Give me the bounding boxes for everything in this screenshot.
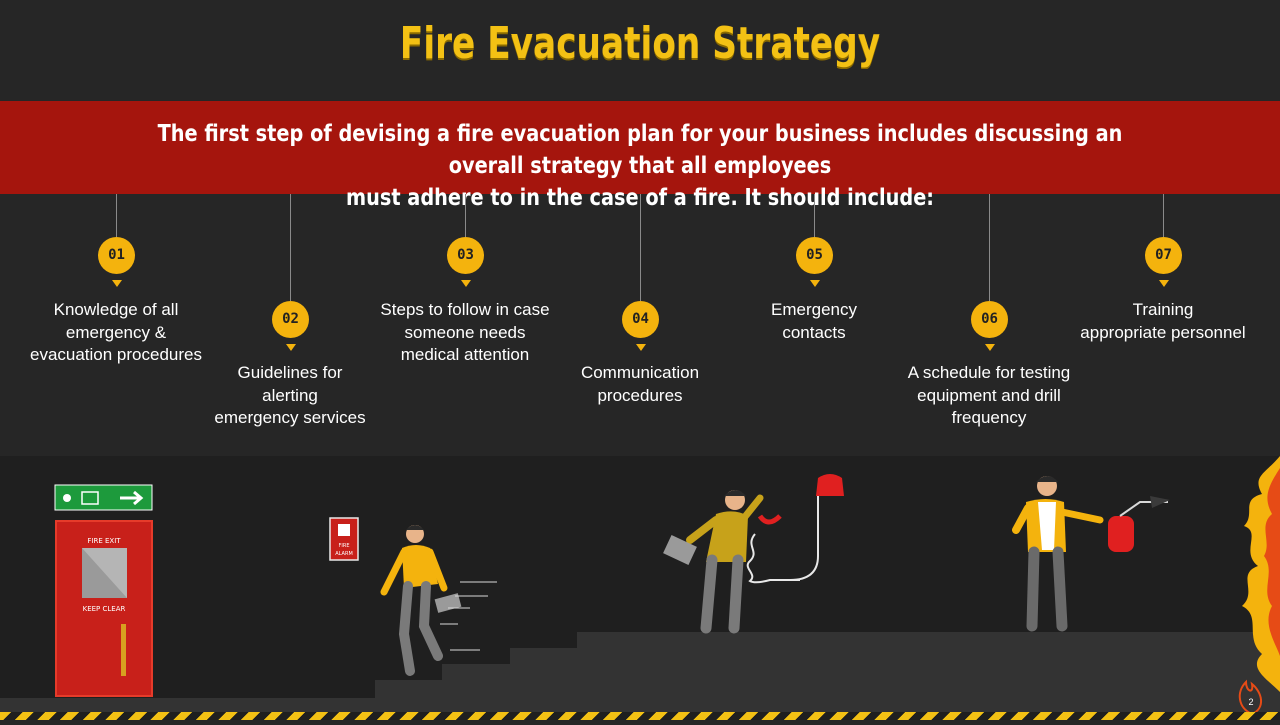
step-pointer-icon	[1159, 280, 1169, 287]
hazard-stripe	[0, 712, 1280, 720]
step-text: Communication procedures	[540, 362, 740, 407]
flame-logo-icon	[1238, 679, 1262, 716]
step-text-line: A schedule for testing	[907, 363, 1071, 382]
step-text: Guidelines for alerting emergency servic…	[190, 362, 390, 430]
fire-extinguisher-person-icon	[1012, 476, 1170, 632]
running-person-icon	[380, 525, 497, 676]
illustration-scene: FIRE EXIT KEEP CLEAR FIRE ALARM	[0, 456, 1280, 720]
door-bottom-label: KEEP CLEAR	[83, 605, 126, 613]
step-connector	[465, 194, 466, 237]
exit-sign-icon	[54, 484, 153, 511]
step-number-badge: 02	[272, 301, 309, 338]
step-text-line: Emergency	[771, 300, 857, 319]
step-text-line: Knowledge of all	[53, 300, 179, 319]
step-text-line: Communication	[580, 363, 700, 382]
step-text-line: evacuation procedures	[29, 345, 202, 364]
step-number-badge: 07	[1145, 237, 1182, 274]
intro-banner	[0, 101, 1280, 194]
step-connector	[1163, 194, 1164, 237]
step-number-badge: 05	[796, 237, 833, 274]
step-connector	[290, 194, 291, 301]
step-pointer-icon	[810, 280, 820, 287]
step-pointer-icon	[461, 280, 471, 287]
step-connector	[814, 194, 815, 237]
step-text-line: Training	[1132, 300, 1194, 319]
step-connector	[989, 194, 990, 301]
step-text: Steps to follow in case someone needs me…	[365, 299, 565, 367]
step-text: Emergency contacts	[714, 299, 914, 344]
step-text: A schedule for testing equipment and dri…	[889, 362, 1089, 430]
step-pointer-icon	[286, 344, 296, 351]
step-text-line: equipment and drill	[917, 385, 1061, 405]
strategy-steps: 01 Knowledge of all emergency & evacuati…	[0, 194, 1280, 456]
step-text-line: procedures	[597, 385, 683, 405]
step-number-badge: 03	[447, 237, 484, 274]
intro-line-2: must adhere to in the case of a fire. It…	[345, 185, 935, 211]
slide-title: Fire Evacuation Strategy	[399, 18, 881, 69]
step-text-line: contacts	[782, 322, 846, 342]
intro-line-1: The first step of devising a fire evacua…	[157, 121, 1123, 179]
step-number-badge: 01	[98, 237, 135, 274]
step-text-line: frequency	[951, 408, 1027, 427]
step-text: Knowledge of all emergency & evacuation …	[16, 299, 216, 367]
step-text-line: alerting	[262, 385, 318, 405]
step-pointer-icon	[985, 344, 995, 351]
intro-text: The first step of devising a fire evacua…	[153, 118, 1127, 214]
step-text-line: Steps to follow in case	[380, 300, 550, 319]
step-text-line: emergency services	[214, 408, 366, 427]
step-text-line: emergency &	[65, 322, 167, 342]
step-connector	[640, 194, 641, 301]
alarm-label-1: FIRE	[339, 543, 350, 549]
stairs-floor	[0, 632, 1280, 720]
step-text: Training appropriate personnel	[1063, 299, 1263, 344]
phone-call-person-icon	[663, 490, 819, 634]
step-pointer-icon	[636, 344, 646, 351]
fire-exit-door-icon: FIRE EXIT KEEP CLEAR	[55, 520, 153, 697]
step-number-badge: 06	[971, 301, 1008, 338]
step-connector	[116, 194, 117, 237]
page-number: 2	[1248, 697, 1254, 707]
alarm-label-2: ALARM	[335, 551, 353, 557]
step-pointer-icon	[112, 280, 122, 287]
scene-illustration: FIRE EXIT KEEP CLEAR FIRE ALARM	[0, 456, 1280, 720]
step-number-badge: 04	[622, 301, 659, 338]
step-text-line: medical attention	[400, 345, 530, 364]
step-text-line: someone needs	[404, 322, 526, 342]
step-text-line: Guidelines for	[237, 363, 343, 382]
step-text-line: appropriate personnel	[1080, 322, 1246, 342]
flames-icon	[1242, 456, 1280, 692]
telephone-icon	[816, 474, 844, 496]
door-top-label: FIRE EXIT	[87, 537, 121, 545]
fire-alarm-icon: FIRE ALARM	[329, 517, 359, 561]
